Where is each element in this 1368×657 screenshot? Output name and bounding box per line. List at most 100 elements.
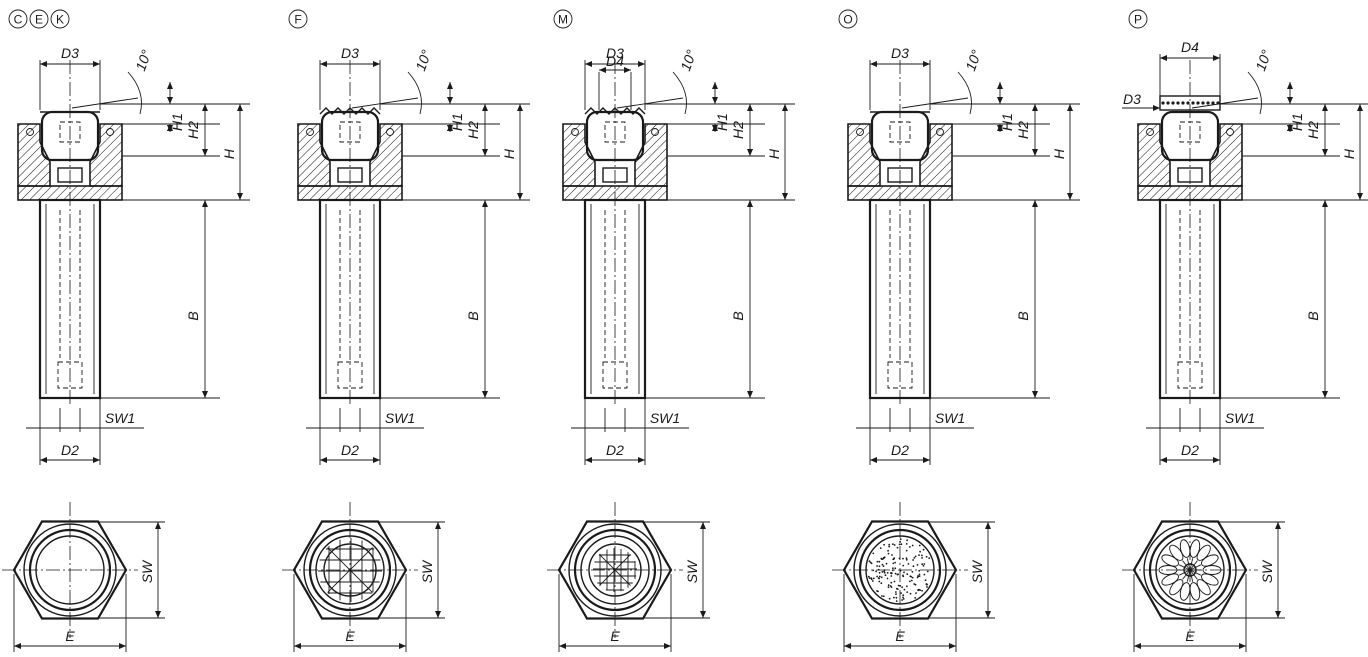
dot: [902, 594, 905, 597]
dot: [887, 584, 890, 587]
dot: [899, 538, 902, 541]
dot: [896, 587, 898, 590]
dot: [878, 565, 881, 568]
rosette-petal: [1201, 554, 1219, 567]
dot: [913, 583, 916, 585]
dot: [888, 543, 891, 546]
dot: [887, 549, 889, 552]
angle-arc: [672, 71, 687, 115]
dot: [923, 573, 926, 576]
sw1-label: SW1: [105, 410, 135, 426]
dot: [902, 557, 904, 560]
angle-label: 10°: [677, 47, 699, 73]
angle-line: [1191, 97, 1259, 109]
dot: [886, 577, 889, 580]
dot: [868, 577, 871, 579]
dot: [889, 585, 892, 587]
h2-label: H2: [465, 121, 481, 139]
dot: [915, 592, 917, 594]
oring-right: [651, 128, 659, 136]
dot: [880, 582, 883, 585]
rosette-petal: [1169, 579, 1184, 596]
dot: [922, 565, 925, 567]
angle-arc: [407, 71, 422, 115]
sw-label: SW: [139, 559, 155, 583]
width-label: D3: [61, 45, 79, 61]
dot: [894, 561, 896, 564]
angle-line: [901, 97, 969, 109]
dot: [880, 576, 883, 579]
dot: [907, 563, 910, 565]
dot: [887, 586, 890, 589]
dot: [909, 580, 911, 583]
dot: [893, 580, 896, 583]
body-section-right: [1209, 123, 1243, 187]
hidden-hex-socket: [1177, 361, 1203, 389]
dot: [921, 589, 923, 592]
dot: [876, 565, 878, 567]
dot: [918, 569, 921, 572]
rosette-petal: [1196, 544, 1211, 561]
dot: [881, 595, 883, 597]
knurl-dot: [1201, 101, 1205, 105]
dot: [916, 564, 919, 566]
dot: [901, 599, 903, 601]
dot: [909, 546, 911, 548]
dot: [905, 549, 908, 552]
rosette-petal: [1161, 554, 1179, 567]
sw-label: SW: [419, 559, 435, 583]
hidden-hex-socket: [887, 361, 913, 389]
angle-label: 10°: [412, 47, 434, 73]
variant-code-circle: [29, 9, 49, 29]
dot: [894, 572, 897, 575]
dot: [900, 543, 903, 546]
angle-arc: [1247, 71, 1262, 115]
rosette-petal: [1189, 582, 1201, 601]
b-label: B: [185, 311, 201, 320]
dot: [902, 564, 905, 567]
dot: [900, 592, 902, 594]
variant-code-circle: [1128, 9, 1148, 29]
side-label: D3: [1123, 91, 1141, 107]
h-label: H: [221, 148, 237, 159]
body-section-right: [89, 123, 123, 187]
dot: [896, 546, 899, 549]
h1-label: H1: [449, 113, 465, 131]
oring-left: [856, 128, 864, 136]
dot: [916, 576, 919, 579]
h1-label: H1: [169, 113, 185, 131]
variant-code-circle: [553, 9, 573, 29]
sw1-label: SW1: [935, 410, 965, 426]
dot: [919, 550, 921, 553]
dot: [893, 557, 896, 560]
dot: [926, 570, 929, 573]
d2-label: D2: [891, 442, 909, 458]
e-label: E: [345, 628, 355, 644]
dot: [913, 557, 916, 559]
sw1-label: SW1: [385, 410, 415, 426]
oring-right: [1226, 128, 1234, 136]
dot: [892, 562, 895, 565]
variant-code-circle: [50, 9, 70, 29]
knurl-dot: [1196, 101, 1200, 105]
dot: [870, 578, 873, 581]
dot: [914, 597, 917, 599]
dot: [923, 563, 926, 565]
dot: [906, 585, 908, 588]
variant-code-m: M: [558, 13, 568, 27]
sw1-label: SW1: [1225, 410, 1255, 426]
knurl-dot: [1161, 101, 1165, 105]
h-label: H: [1051, 148, 1067, 159]
body-section-right: [919, 123, 953, 187]
hidden-hex-socket: [337, 361, 363, 389]
dot: [890, 572, 893, 575]
rosette-petal: [1169, 544, 1184, 561]
e-label: E: [65, 628, 75, 644]
variant-code-o: O: [843, 13, 852, 27]
knurl-dot: [1171, 101, 1175, 105]
knurl-dot: [1176, 101, 1180, 105]
variant-code-k: K: [56, 13, 64, 27]
